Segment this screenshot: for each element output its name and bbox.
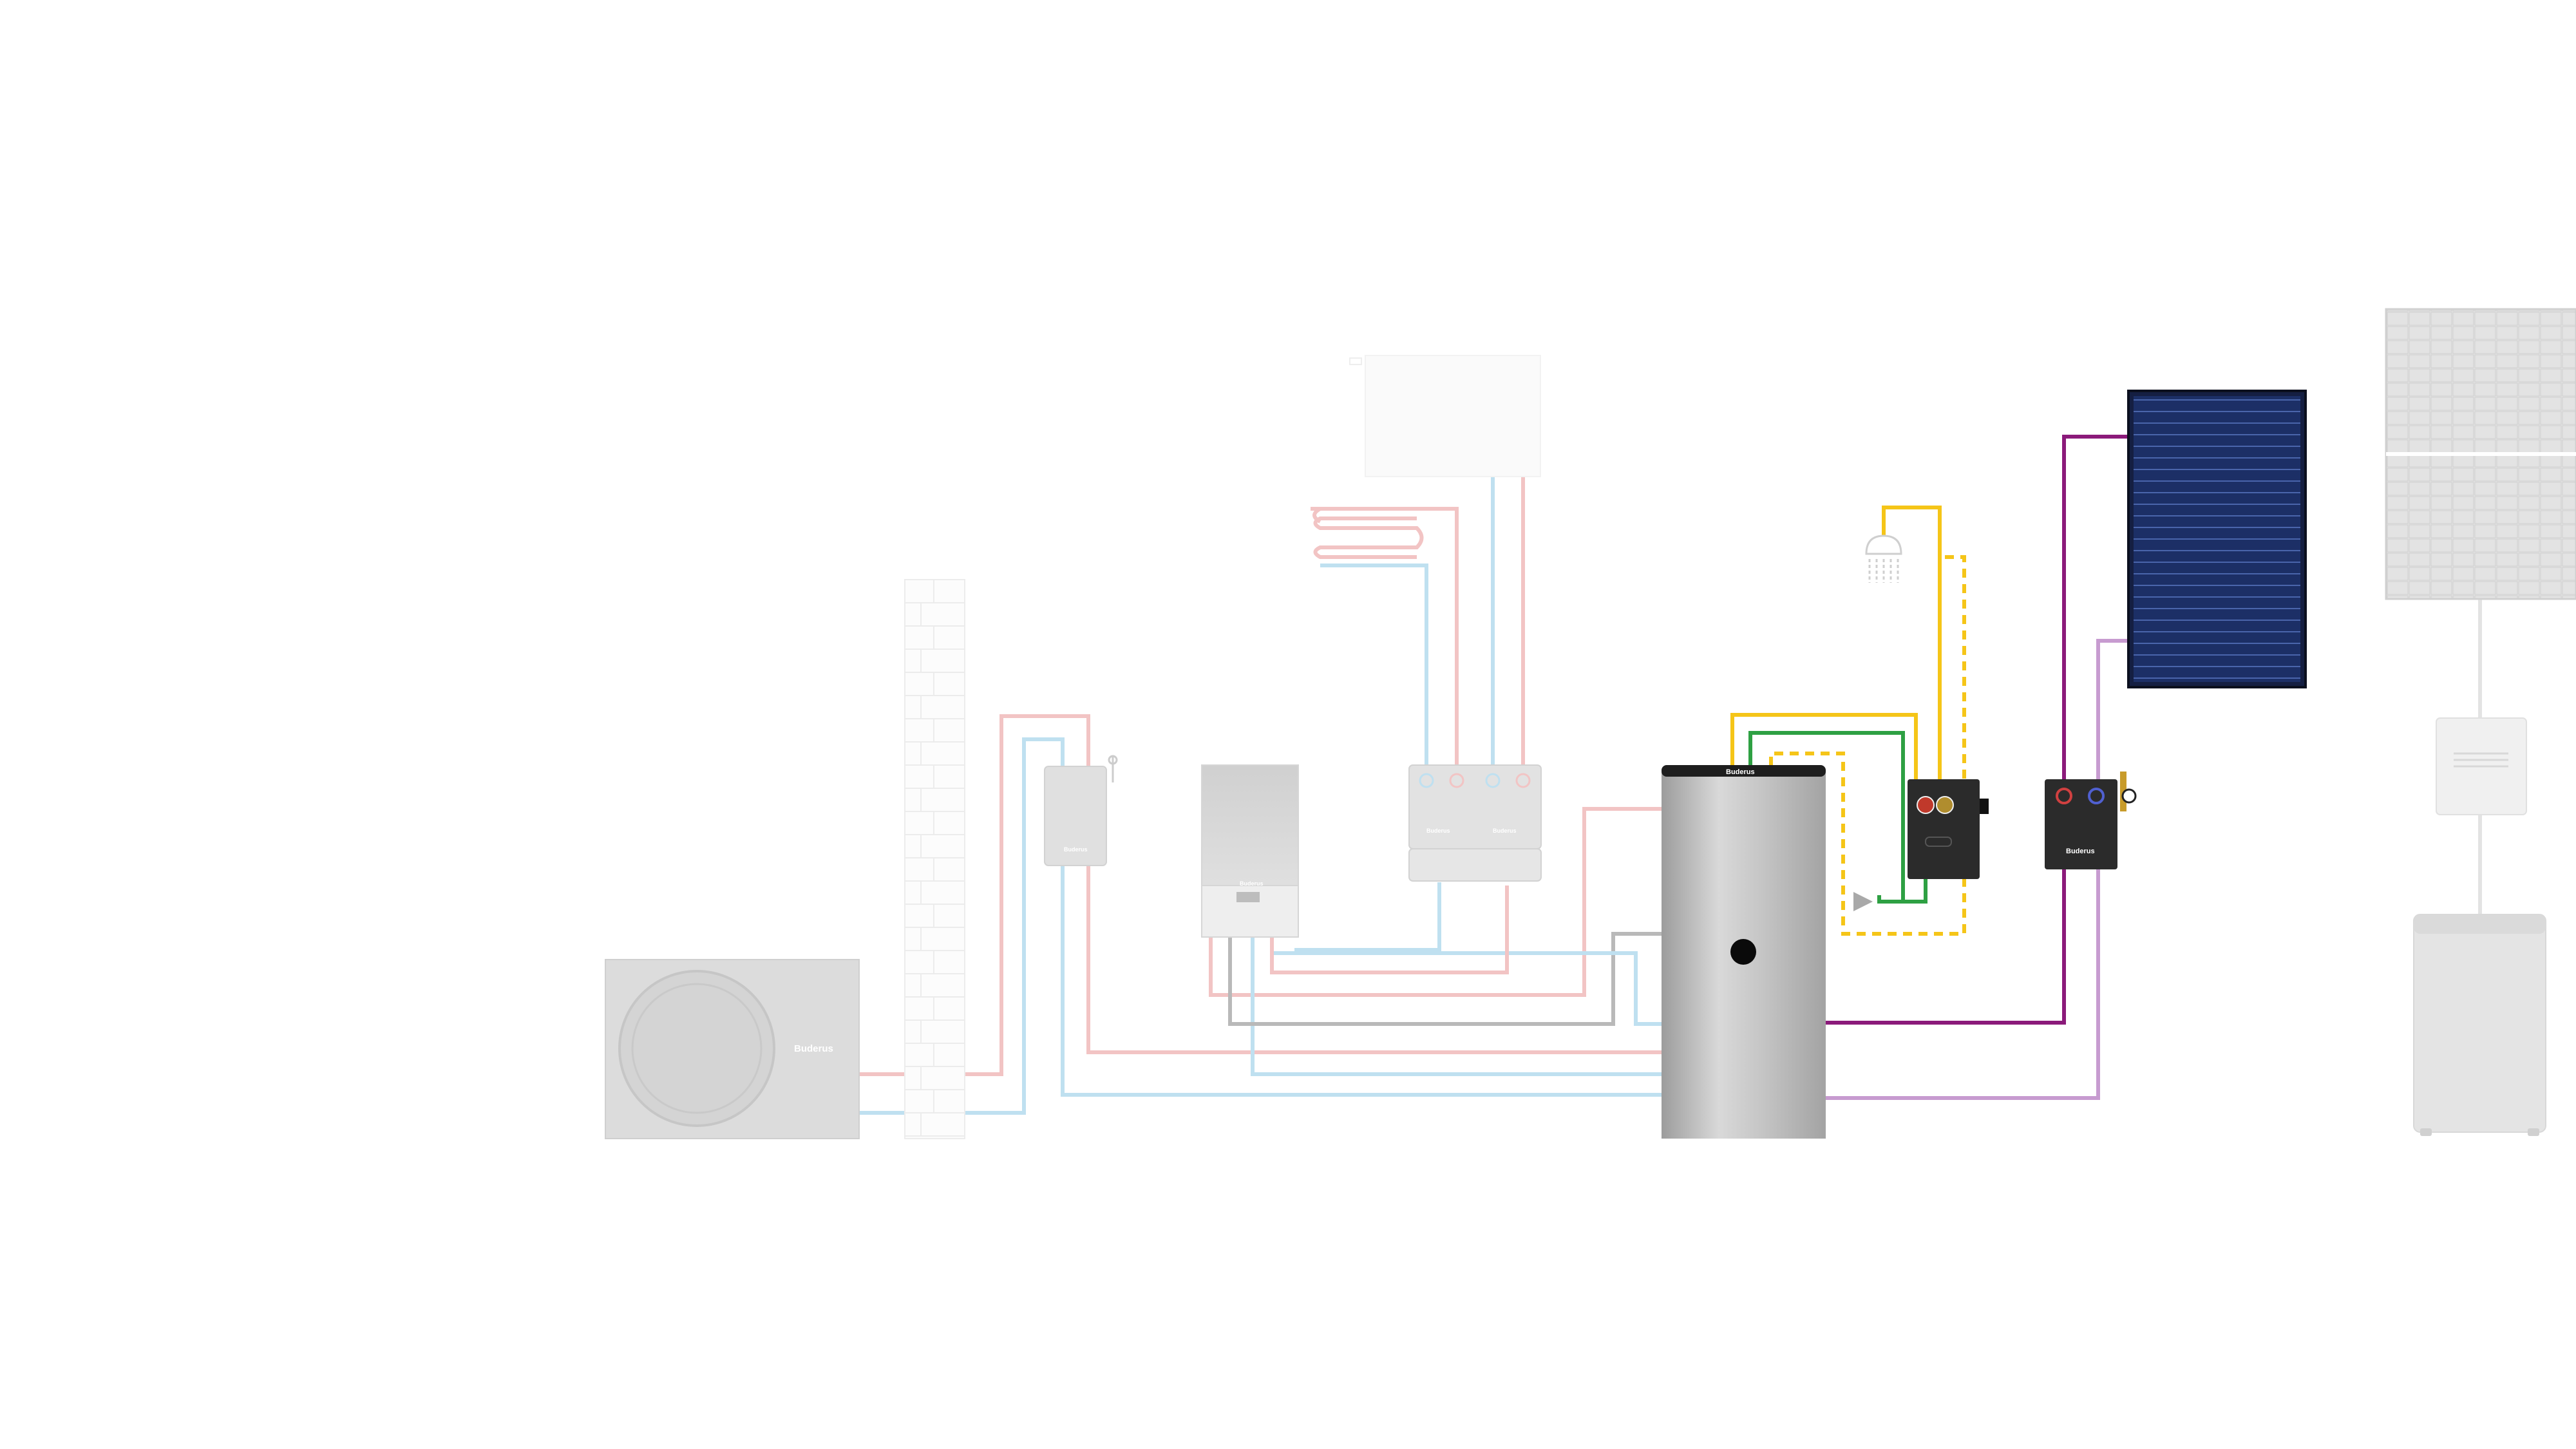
floor-heating-loop-outer [1312,507,1457,524]
radiator [1349,355,1541,477]
battery-storage [2413,914,2546,1136]
heating-circuit-manifold: Buderus Buderus [1408,764,1542,882]
wall-mounted-boiler: Buderus [1201,764,1299,938]
pipe-boiler-b [1251,937,1662,1076]
pv-inverter [2436,717,2527,815]
shower-icon [1865,535,1902,583]
hot-water-storage-tank: Buderus [1662,765,1826,1139]
manifold-brand-label-right: Buderus [1493,828,1517,834]
floor-heating-loop [1311,506,1424,559]
pipe-hydro-flow [1086,866,1662,1054]
boiler-brand-label: Buderus [1240,880,1264,887]
heat-pump-outdoor-unit: Buderus [605,959,860,1139]
fresh-water-station [1908,779,1989,879]
pipe-circulation-green-a [1748,731,1905,904]
manifold-brand-label-left: Buderus [1426,828,1450,834]
solar-thermal-collector [2127,390,2307,688]
solar-station-brand-label: Buderus [2066,848,2095,855]
pipe-circulation-dashed [1769,555,1966,936]
pipe-heatpump-return [859,737,1065,1115]
pipe-floor-return [1320,564,1428,766]
pipe-boiler-c [1228,932,1662,1026]
heat-pump-brand-label: Buderus [794,1043,833,1054]
pipes [859,435,2482,1115]
house-wall [904,579,965,1139]
pipe-boiler-e [1270,886,1509,974]
pipe-hotwater-tank-station [1730,713,1918,782]
pipe-hotwater-shower [1882,506,1942,782]
pipe-boiler-manifold-return [1294,882,1441,952]
pipe-hydro-return [1061,866,1662,1097]
tank-inspection-port [1730,939,1756,965]
pump-icon [1853,892,1873,911]
photovoltaic-panels [2385,308,2576,600]
pressure-gauge-icon [2120,772,2137,811]
hydraulic-module: Buderus [1044,755,1118,866]
pipe-circulation-green-b [1903,879,1927,904]
tank-brand-label: Buderus [1726,768,1755,776]
pipe-solar-flow [1826,435,2128,1025]
valve-icon [1108,755,1118,782]
hydraulic-module-brand-label: Buderus [1064,846,1088,853]
pipe-boiler-a [1209,807,1662,997]
solar-pump-station: Buderus [2045,772,2137,869]
